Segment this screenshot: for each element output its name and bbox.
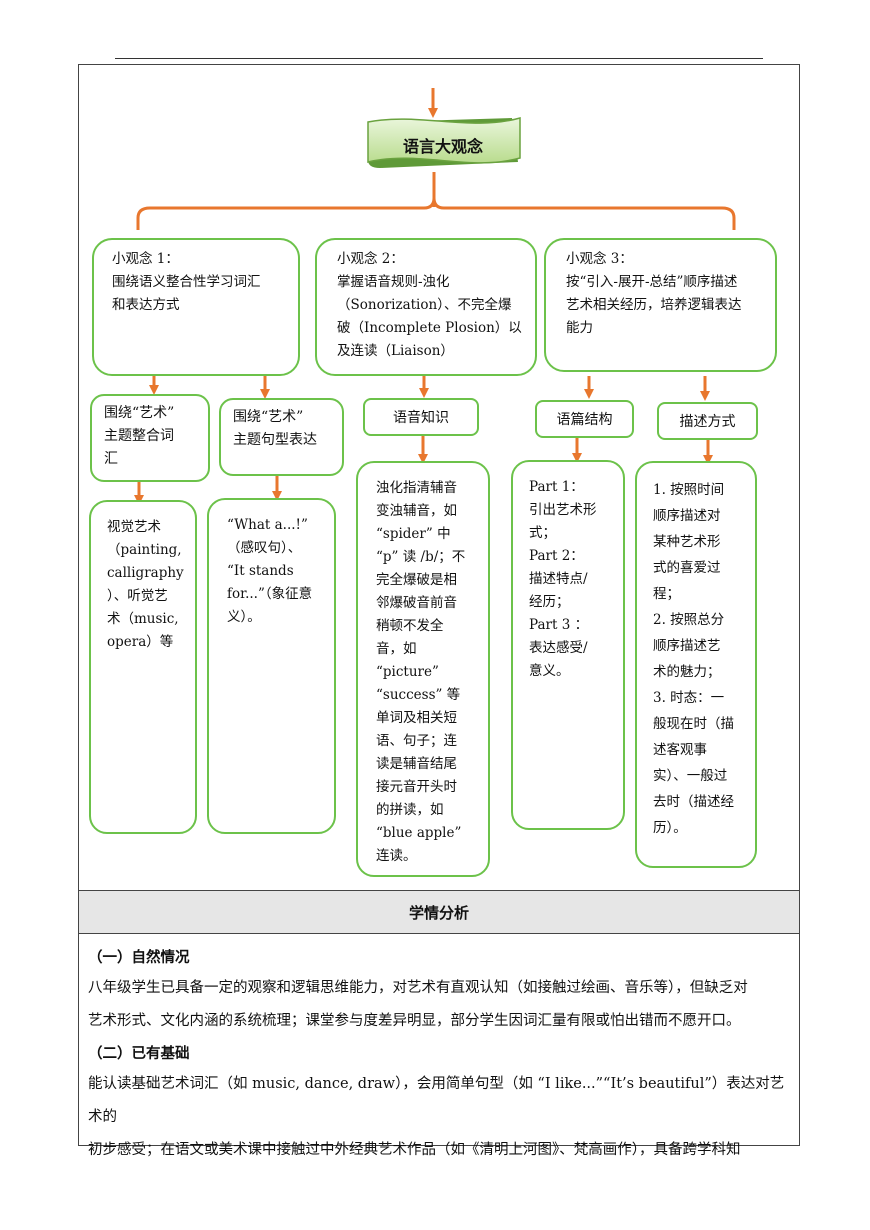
big-idea-1-line: 和表达方式	[112, 294, 286, 317]
sub-label-phonetics: 语音知识	[363, 398, 479, 436]
sub-label-line: 汇	[104, 448, 196, 471]
detail-line: for...”（象征意	[227, 583, 324, 606]
detail-line: 的拼读，如	[376, 799, 478, 822]
detail-line: 读是辅音结尾	[376, 753, 478, 776]
big-idea-2-line: 及连读（Liaison）	[337, 340, 523, 363]
big-idea-1-line: 小观念 1：	[112, 248, 286, 271]
sub-label-line: 主题句型表达	[233, 429, 330, 452]
big-idea-3-line: 能力	[566, 317, 763, 340]
detail-line: 式的喜爱过	[653, 555, 739, 581]
detail-line: 某种艺术形	[653, 529, 739, 555]
detail-line: 去时（描述经	[653, 789, 739, 815]
sub-label-discourse-structure: 语篇结构	[535, 400, 634, 438]
detail-line: “picture”	[376, 661, 478, 684]
detail-line: “spider” 中	[376, 523, 478, 546]
sub-label-description-method: 描述方式	[657, 402, 758, 440]
detail-line: 单词及相关短	[376, 707, 478, 730]
detail-line: 意义。	[529, 660, 607, 683]
detail-line: 顺序描述艺	[653, 633, 739, 659]
detail-line: “What a...!”	[227, 514, 324, 537]
big-idea-2-line: （Sonorization）、不完全爆	[337, 294, 523, 317]
detail-line: “It stands	[227, 560, 324, 583]
detail-line: Part 3 ：	[529, 614, 607, 637]
detail-line: 般现在时（描	[653, 711, 739, 737]
detail-line: （painting,	[107, 539, 185, 562]
section-heading: （一）自然情况	[88, 944, 794, 972]
detail-line: 式；	[529, 522, 607, 545]
detail-description-method: 1. 按照时间 顺序描述对 某种艺术形 式的喜爱过 程； 2. 按照总分 顺序描…	[635, 461, 757, 868]
detail-line: 完全爆破是相	[376, 569, 478, 592]
detail-line: 义）。	[227, 606, 324, 629]
big-idea-2-line: 破（Incomplete Plosion）以	[337, 317, 523, 340]
detail-line: 3. 时态：一	[653, 685, 739, 711]
detail-line: 述客观事	[653, 737, 739, 763]
sub-label-line: 围绕“艺术”	[104, 402, 196, 425]
detail-line: 表达感受/	[529, 637, 607, 660]
detail-line: 经历；	[529, 591, 607, 614]
section-heading: （二）已有基础	[88, 1040, 794, 1068]
big-idea-2-line: 掌握语音规则-浊化	[337, 271, 523, 294]
table-divider	[78, 933, 800, 934]
detail-line: 稍顿不发全	[376, 615, 478, 638]
detail-line: 实）、一般过	[653, 763, 739, 789]
root-concept-label: 语言大观念	[368, 120, 518, 170]
detail-line: “success” 等	[376, 684, 478, 707]
big-idea-2-line: 小观念 2：	[337, 248, 523, 271]
detail-line: 连读。	[376, 845, 478, 868]
detail-line: ）、听觉艺	[107, 585, 185, 608]
detail-line: “p” 读 /b/；不	[376, 546, 478, 569]
detail-vocabulary: 视觉艺术 （painting, calligraphy ）、听觉艺 术（musi…	[89, 500, 197, 834]
detail-line: Part 2：	[529, 545, 607, 568]
detail-line: 邻爆破音前音	[376, 592, 478, 615]
detail-line: 描述特点/	[529, 568, 607, 591]
sub-label-line: 主题整合词	[104, 425, 196, 448]
detail-line: calligraphy	[107, 562, 185, 585]
detail-line: 语、句子；连	[376, 730, 478, 753]
detail-line: Part 1：	[529, 476, 607, 499]
detail-discourse-structure: Part 1： 引出艺术形 式； Part 2： 描述特点/ 经历； Part …	[511, 460, 625, 830]
detail-line: 历）。	[653, 815, 739, 841]
big-idea-3-line: 小观念 3：	[566, 248, 763, 271]
detail-line: opera）等	[107, 631, 185, 654]
detail-line: 浊化指清辅音	[376, 477, 478, 500]
detail-line: 接元音开头时	[376, 776, 478, 799]
sub-label-sentence-patterns: 围绕“艺术” 主题句型表达	[219, 398, 344, 476]
paragraph-line: 能认读基础艺术词汇（如 music, dance, draw），会用简单句型（如…	[88, 1068, 794, 1134]
section-title-bar: 学情分析	[79, 891, 799, 933]
detail-line: 术的魅力；	[653, 659, 739, 685]
detail-line: 程；	[653, 581, 739, 607]
detail-line: 2. 按照总分	[653, 607, 739, 633]
detail-line: 1. 按照时间	[653, 477, 739, 503]
paragraph-line: 艺术形式、文化内涵的系统梳理；课堂参与度差异明显，部分学生因词汇量有限或怕出错而…	[88, 1005, 794, 1038]
big-idea-3-line: 艺术相关经历，培养逻辑表达	[566, 294, 763, 317]
sub-label-vocabulary: 围绕“艺术” 主题整合词 汇	[90, 394, 210, 482]
paragraph-line: 初步感受；在语文或美术课中接触过中外经典艺术作品（如《清明上河图》、梵高画作），…	[88, 1134, 794, 1167]
paragraph-line: 八年级学生已具备一定的观察和逻辑思维能力，对艺术有直观认知（如接触过绘画、音乐等…	[88, 972, 794, 1005]
detail-line: 音，如	[376, 638, 478, 661]
detail-sentence-patterns: “What a...!” （感叹句）、 “It stands for...”（象…	[207, 498, 336, 834]
detail-line: （感叹句）、	[227, 537, 324, 560]
sub-label-line: 围绕“艺术”	[233, 406, 330, 429]
big-idea-2: 小观念 2： 掌握语音规则-浊化 （Sonorization）、不完全爆 破（I…	[315, 238, 537, 376]
big-idea-3-line: 按“引入-展开-总结”顺序描述	[566, 271, 763, 294]
analysis-body: （一）自然情况 八年级学生已具备一定的观察和逻辑思维能力，对艺术有直观认知（如接…	[88, 944, 794, 1167]
detail-line: 变浊辅音，如	[376, 500, 478, 523]
detail-line: 视觉艺术	[107, 516, 185, 539]
big-idea-3: 小观念 3： 按“引入-展开-总结”顺序描述 艺术相关经历，培养逻辑表达 能力	[544, 238, 777, 372]
detail-line: “blue apple”	[376, 822, 478, 845]
detail-line: 术（music,	[107, 608, 185, 631]
detail-line: 引出艺术形	[529, 499, 607, 522]
big-idea-1: 小观念 1： 围绕语义整合性学习词汇 和表达方式	[92, 238, 300, 376]
detail-phonetics: 浊化指清辅音 变浊辅音，如 “spider” 中 “p” 读 /b/；不 完全爆…	[356, 461, 490, 877]
section-title: 学情分析	[409, 902, 469, 923]
detail-line: 顺序描述对	[653, 503, 739, 529]
big-idea-1-line: 围绕语义整合性学习词汇	[112, 271, 286, 294]
